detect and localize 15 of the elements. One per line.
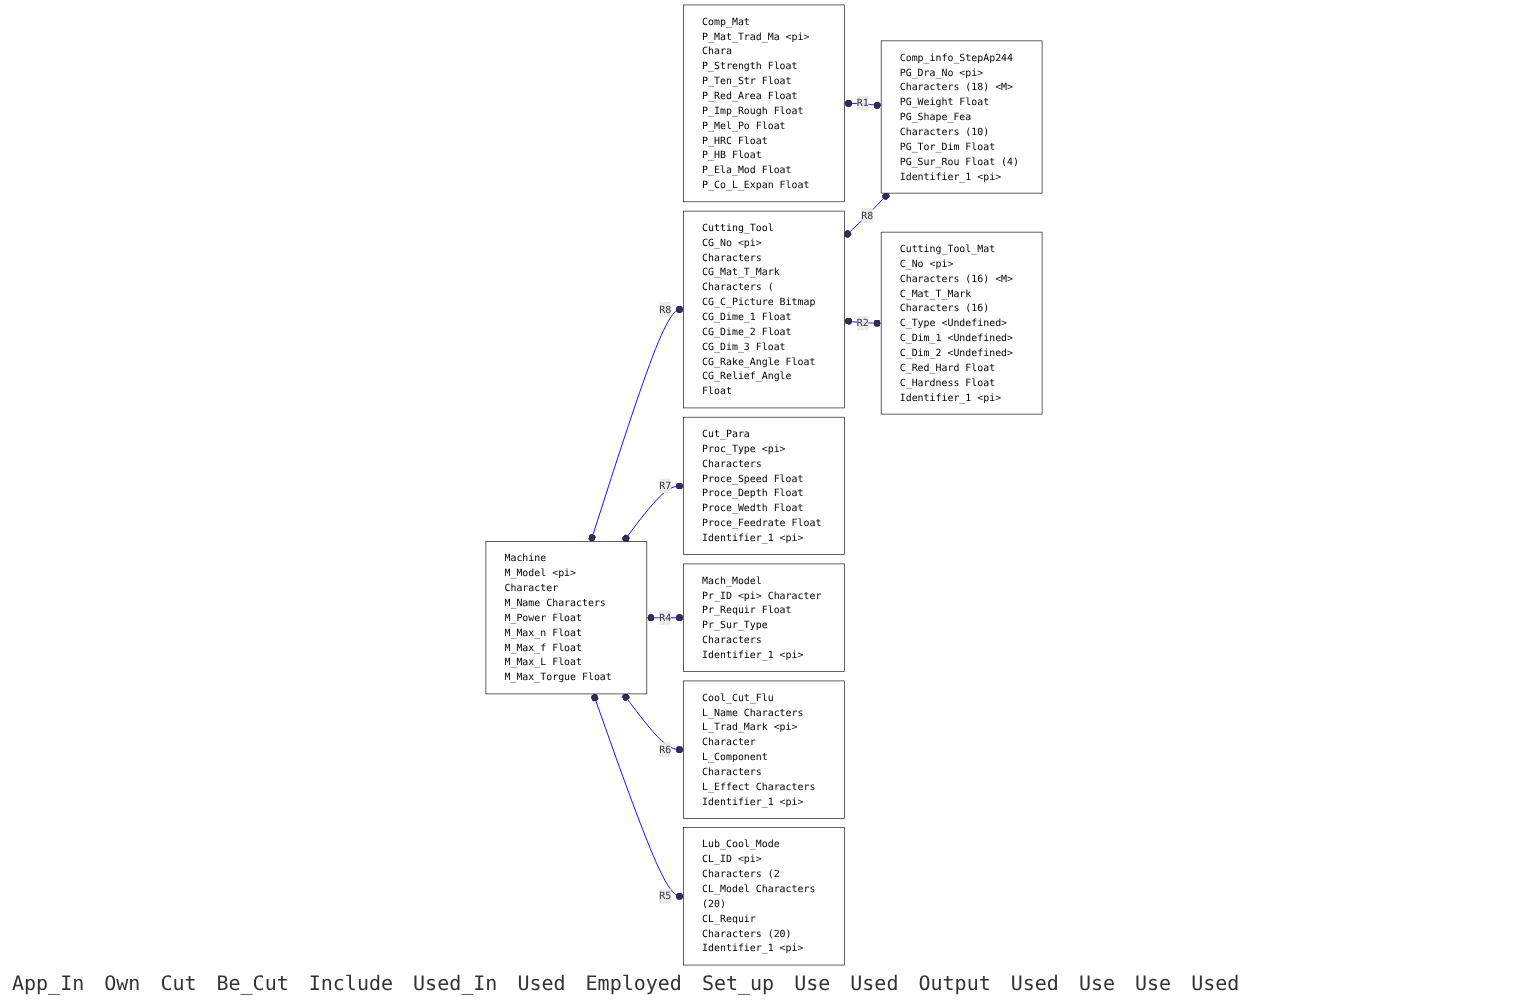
role-label: Used (1191, 974, 1240, 996)
role-label: Cut (160, 974, 197, 996)
role-label: Be_Cut (216, 974, 289, 996)
role-label: Used (850, 974, 899, 996)
role-label: Used (1010, 974, 1059, 996)
role-label: Used (517, 974, 566, 996)
role-label: App_In (12, 974, 85, 996)
role-label: Use (1078, 974, 1116, 996)
role-label: Own (104, 974, 141, 996)
role-label: Employed (585, 974, 682, 996)
role-label: Use (794, 974, 831, 996)
role-label: Output (918, 974, 991, 996)
role-label: Include (308, 974, 394, 996)
role-label: Used_In (413, 974, 498, 996)
role-label: Use (1135, 974, 1172, 996)
